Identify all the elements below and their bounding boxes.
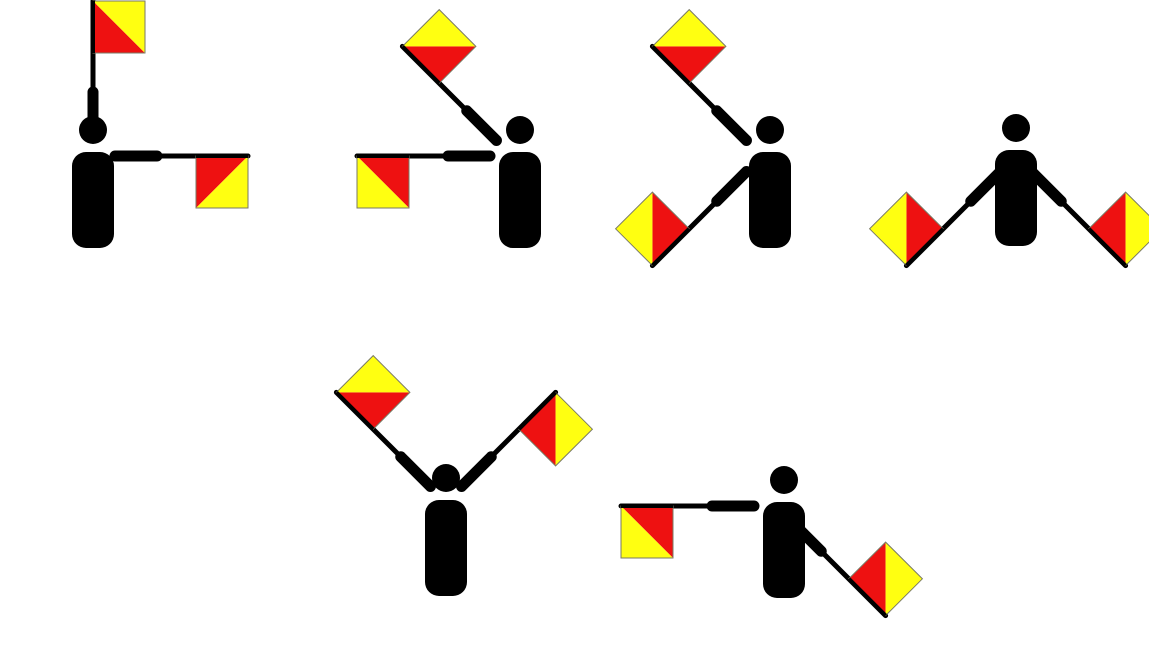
person-head xyxy=(506,116,534,144)
person-head xyxy=(770,466,798,494)
person-body xyxy=(749,152,791,248)
person-body xyxy=(995,150,1037,246)
person-head xyxy=(756,116,784,144)
semaphore-flag-icon xyxy=(93,1,145,53)
person-body xyxy=(763,502,805,598)
person-head xyxy=(432,464,460,492)
person-body xyxy=(425,500,467,596)
person-body xyxy=(72,152,114,248)
semaphore-flag-icon xyxy=(621,506,673,558)
person-body xyxy=(499,152,541,248)
person-head xyxy=(1002,114,1030,142)
semaphore-flag-icon xyxy=(196,156,248,208)
semaphore-flag-icon xyxy=(357,156,409,208)
